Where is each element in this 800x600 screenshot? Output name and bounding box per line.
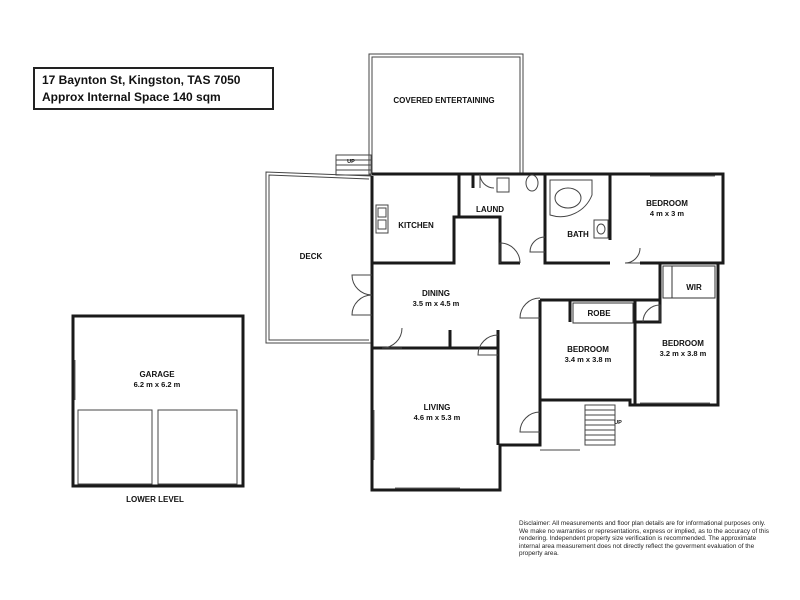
kitchen-label: KITCHEN xyxy=(398,221,434,230)
level-label: LOWER LEVEL xyxy=(126,495,184,504)
fixtures xyxy=(375,174,609,239)
bedroom-2-label: BEDROOM xyxy=(567,345,609,354)
top-stairs xyxy=(335,154,372,176)
living-size: 4.6 m x 5.3 m xyxy=(414,413,461,422)
robe-label: ROBE xyxy=(587,309,611,318)
bottom-stairs xyxy=(540,404,616,451)
living-label: LIVING xyxy=(424,403,451,412)
robe-wir-outline xyxy=(572,265,716,324)
address-text: 17 Baynton St, Kingston, TAS 7050 xyxy=(42,73,241,87)
bedroom-1-label: BEDROOM xyxy=(646,199,688,208)
bathtub-icon xyxy=(549,179,593,218)
dining-size: 3.5 m x 4.5 m xyxy=(413,299,460,308)
property-info-box: 17 Baynton St, Kingston, TAS 7050 Approx… xyxy=(33,67,274,110)
bedroom-3-label: BEDROOM xyxy=(662,339,704,348)
kitchen-sink-icon xyxy=(375,204,389,234)
laundry-tub-icon xyxy=(496,177,510,193)
deck-label: DECK xyxy=(300,252,323,261)
stairs-up-label-top: UP xyxy=(347,159,355,165)
disclaimer-text: Disclaimer: All measurements and floor p… xyxy=(519,520,769,557)
garage-label: GARAGE xyxy=(139,370,175,379)
bedroom-1-size: 4 m x 3 m xyxy=(650,209,685,218)
door-swings xyxy=(351,173,661,433)
covered-entertaining-area xyxy=(368,53,524,175)
internal-space-text: Approx Internal Space 140 sqm xyxy=(42,90,221,104)
deck-area xyxy=(265,171,373,344)
windows xyxy=(373,175,715,489)
bedroom-3-size: 3.2 m x 3.8 m xyxy=(660,349,707,358)
garage-structure xyxy=(71,314,245,488)
bedroom-2-size: 3.4 m x 3.8 m xyxy=(565,355,612,364)
toilet-icon xyxy=(525,174,539,192)
garage-size: 6.2 m x 6.2 m xyxy=(134,380,181,389)
house-walls xyxy=(370,172,725,492)
covered-entertaining-label: COVERED ENTERTAINING xyxy=(393,96,494,105)
vanity-basin-icon xyxy=(593,219,609,239)
stairs-up-label-bottom: UP xyxy=(614,420,622,426)
dining-label: DINING xyxy=(422,289,450,298)
bath-label: BATH xyxy=(567,230,589,239)
wir-label: WIR xyxy=(686,283,702,292)
laundry-label: LAUND xyxy=(476,205,504,214)
